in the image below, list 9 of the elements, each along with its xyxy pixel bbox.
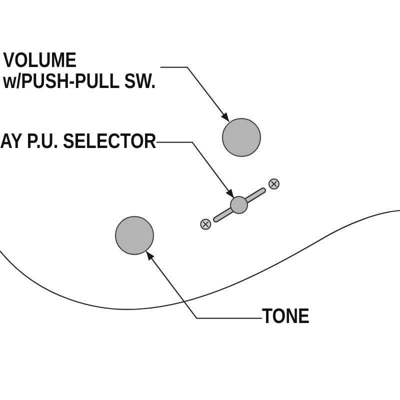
control-knob xyxy=(115,216,154,256)
leader-line xyxy=(146,250,262,319)
control-knob xyxy=(222,118,260,156)
callout-label: TONE xyxy=(262,306,310,327)
leader-line xyxy=(156,142,234,198)
leader-line xyxy=(160,66,230,122)
callout-label: VOLUME w/PUSH-PULL SW. xyxy=(3,50,160,92)
callout-label: AY P.U. SELECTOR xyxy=(0,131,156,152)
switch-knob xyxy=(230,196,248,214)
